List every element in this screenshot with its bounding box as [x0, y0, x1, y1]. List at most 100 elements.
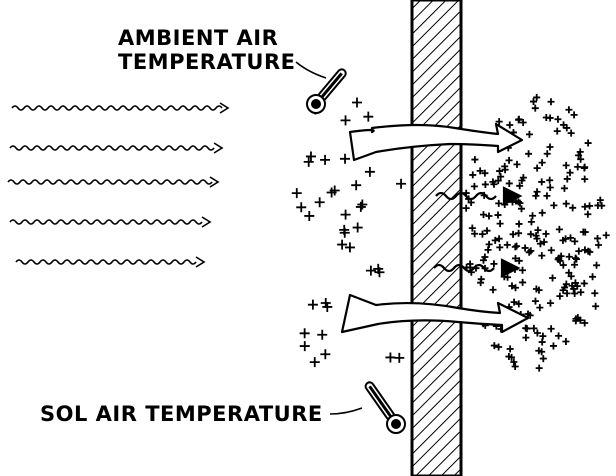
plus-sign-icon [521, 244, 529, 252]
heat-flow-arrow-icon [340, 293, 530, 334]
plus-sign-icon [570, 285, 578, 293]
plus-sign-icon [572, 315, 580, 323]
plus-sign-icon [352, 97, 362, 108]
plus-sign-icon [326, 187, 337, 198]
plus-sign-icon [581, 319, 589, 327]
plus-sign-icon [589, 273, 597, 281]
plus-sign-icon [581, 175, 589, 183]
sol-air-temperature-label: SOL AIR TEMPERATURE [40, 402, 323, 426]
plus-sign-icon [536, 240, 544, 248]
plus-sign-icon [299, 328, 310, 339]
plus-sign-icon [522, 334, 530, 342]
plus-sign-icon [508, 282, 516, 290]
wall-section-hatched [410, 0, 463, 476]
radiation-wave-icon [9, 145, 215, 151]
plus-sign-icon [476, 167, 484, 175]
plus-sign-icon [562, 337, 570, 345]
plus-sign-icon [527, 218, 535, 226]
plus-sign-icon [525, 248, 533, 256]
plus-sign-icon [584, 210, 592, 218]
plus-sign-icon [539, 355, 547, 363]
plus-sign-icon [562, 235, 570, 243]
plus-sign-icon [489, 286, 497, 294]
plus-sign-icon [557, 252, 565, 260]
plus-sign-icon [555, 225, 563, 233]
plus-sign-icon [512, 284, 520, 292]
plus-sign-icon [547, 98, 555, 106]
plus-sign-icon [565, 253, 573, 261]
plus-sign-icon [540, 238, 548, 246]
plus-sign-icon [504, 273, 512, 281]
plus-sign-icon [385, 352, 396, 363]
plus-sign-icon [352, 222, 363, 233]
plus-sign-icon [542, 230, 550, 238]
plus-sign-icon [394, 352, 405, 363]
plus-sign-icon [536, 304, 544, 312]
plus-sign-icon [527, 230, 535, 238]
plus-sign-icon [602, 231, 610, 239]
plus-sign-icon [531, 104, 539, 112]
plus-sign-icon [503, 241, 511, 249]
ambient-label-line2: TEMPERATURE [118, 50, 296, 74]
plus-sign-icon [510, 298, 518, 306]
plus-sign-icon [489, 178, 497, 186]
arrow-head [195, 256, 206, 268]
plus-sign-icon [299, 341, 310, 352]
radiation-wave-icon [435, 191, 497, 201]
plus-sign-icon [511, 254, 519, 262]
plus-sign-icon [559, 261, 567, 269]
plus-sign-icon [543, 150, 551, 158]
plus-sign-icon [523, 325, 531, 333]
plus-sign-icon [560, 184, 568, 192]
plus-sign-icon [495, 118, 503, 126]
plus-sign-icon [481, 169, 489, 177]
plus-sign-icon [533, 93, 541, 101]
plus-sign-icon [509, 230, 517, 238]
plus-sign-icon [505, 156, 513, 164]
plus-sign-icon [478, 230, 486, 238]
plus-sign-icon [579, 228, 587, 236]
plus-sign-icon [553, 127, 561, 135]
plus-sign-icon [554, 115, 562, 123]
plus-sign-icon [563, 175, 571, 183]
plus-sign-icon [515, 257, 523, 265]
plus-sign-icon [538, 209, 546, 217]
plus-sign-icon [596, 196, 604, 204]
plus-sign-icon [556, 292, 564, 300]
ambient-label-line1: AMBIENT AIR [118, 26, 279, 50]
plus-sign-icon [534, 226, 542, 234]
plus-sign-icon [532, 285, 540, 293]
plus-sign-icon [567, 234, 575, 242]
plus-sign-icon [494, 177, 502, 185]
plus-sign-icon [575, 151, 583, 159]
plus-sign-icon [501, 162, 509, 170]
plus-sign-icon [524, 310, 532, 318]
radiation-wave-icon [433, 263, 495, 273]
arrow-head [209, 176, 220, 188]
plus-sign-icon [340, 209, 351, 220]
plus-sign-icon [320, 297, 331, 308]
plus-sign-icon [572, 255, 580, 263]
plus-sign-icon [515, 229, 523, 237]
plus-sign-icon [570, 111, 578, 119]
radiation-wave-icon [7, 179, 213, 185]
plus-sign-icon [481, 180, 489, 188]
arrow-head [219, 102, 230, 114]
plus-sign-icon [513, 160, 521, 168]
plus-sign-icon [462, 204, 470, 212]
plus-sign-icon [547, 246, 555, 254]
plus-sign-icon [594, 234, 602, 242]
plus-sign-icon [396, 178, 407, 189]
plus-sign-icon [479, 256, 487, 264]
plus-sign-icon [542, 114, 550, 122]
plus-sign-icon [495, 235, 503, 243]
plus-sign-icon [355, 201, 366, 212]
plus-sign-icon [466, 260, 474, 268]
plus-sign-icon [535, 364, 543, 372]
plus-sign-icon [555, 332, 563, 340]
arrow-head [500, 258, 521, 278]
plus-sign-icon [533, 164, 541, 172]
plus-sign-icon [495, 199, 503, 207]
plus-sign-icon [546, 299, 554, 307]
